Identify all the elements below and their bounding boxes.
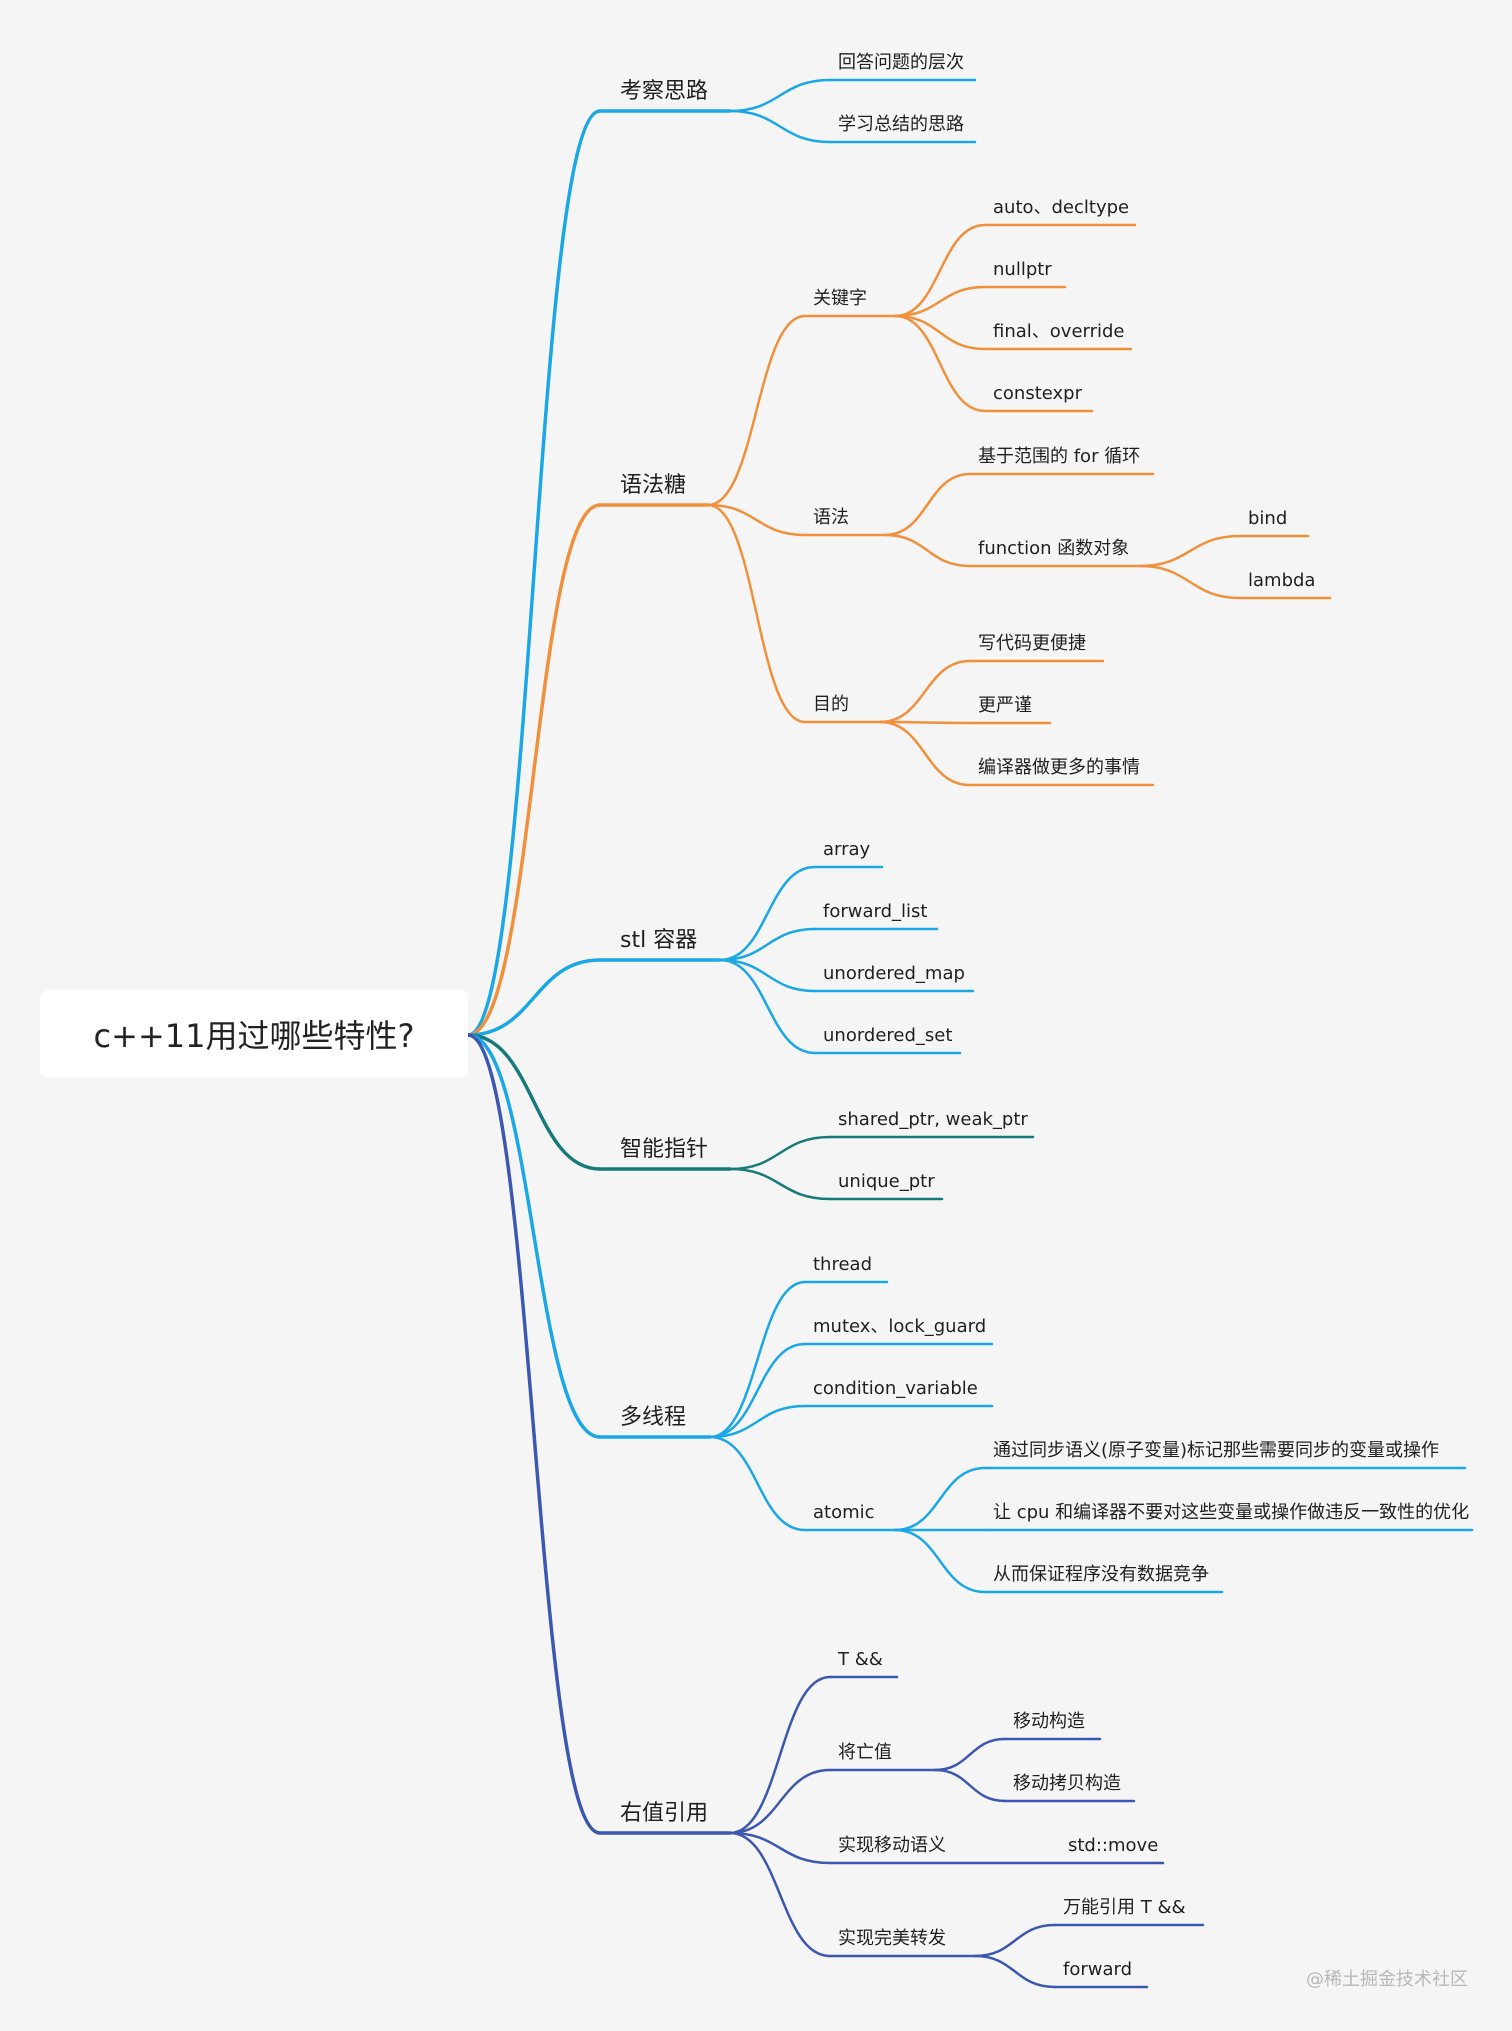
node-kaocha-2[interactable]: 学习总结的思路	[838, 114, 964, 135]
node-unique_ptr[interactable]: unique_ptr	[838, 1171, 935, 1192]
node-shared_ptr[interactable]: shared_ptr, weak_ptr	[838, 1109, 1028, 1130]
kaocha-link	[466, 109, 602, 1037]
perfect-link	[728, 1831, 832, 1958]
rangefor-link	[883, 472, 972, 537]
node-univref[interactable]: 万能引用 T &&	[1063, 1897, 1186, 1918]
node-mutex[interactable]: mutex、lock_guard	[813, 1316, 987, 1337]
node-yufatang[interactable]: 语法糖	[620, 473, 687, 498]
node-thread[interactable]: 多线程	[620, 1405, 687, 1430]
mindmap-root[interactable]: c++11用过哪些特性?	[40, 990, 468, 1078]
mudi-3-link	[878, 720, 972, 787]
node-atomic-2[interactable]: 让 cpu 和编译器不要对这些变量或操作做违反一致性的优化	[993, 1502, 1470, 1523]
unordered_set-link	[718, 958, 817, 1055]
xvalue-link	[728, 1768, 832, 1835]
node-stl[interactable]: stl 容器	[620, 928, 698, 953]
node-nullptr[interactable]: nullptr	[993, 259, 1052, 280]
function-link	[883, 533, 972, 568]
node-mudi-2[interactable]: 更严谨	[978, 695, 1032, 716]
moveassign-link	[933, 1768, 1007, 1803]
mudi-2-link	[878, 720, 972, 725]
node-rvalue[interactable]: 右值引用	[620, 1801, 709, 1826]
node-atomic-3[interactable]: 从而保证程序没有数据竞争	[993, 1564, 1209, 1585]
unique_ptr-link	[728, 1167, 832, 1201]
node-array[interactable]: array	[823, 839, 871, 860]
mutex-link	[708, 1342, 807, 1439]
forward-link	[973, 1954, 1057, 1989]
thread-link	[466, 1033, 602, 1439]
mudi-link	[706, 503, 807, 724]
movector-link	[933, 1737, 1007, 1772]
node-mudi-3[interactable]: 编译器做更多的事情	[978, 757, 1140, 778]
node-guanjianzi[interactable]: 关键字	[813, 288, 867, 309]
stl-link	[466, 958, 602, 1037]
bind-link	[1138, 534, 1242, 568]
node-function[interactable]: function 函数对象	[978, 538, 1130, 559]
lambda-link	[1138, 564, 1242, 600]
node-smartptr[interactable]: 智能指针	[620, 1137, 709, 1162]
atomic-1-link	[893, 1466, 987, 1532]
guanjianzi-link	[706, 314, 807, 507]
watermark: @稀土掘金技术社区	[1306, 1969, 1468, 1990]
node-movesem[interactable]: 实现移动语义	[838, 1835, 946, 1856]
univref-link	[973, 1923, 1057, 1958]
node-lambda[interactable]: lambda	[1248, 570, 1316, 591]
node-xvalue[interactable]: 将亡值	[838, 1742, 892, 1763]
yufatang-link	[466, 503, 602, 1037]
node-unordered_set[interactable]: unordered_set	[823, 1025, 953, 1046]
node-mudi-1[interactable]: 写代码更便捷	[978, 633, 1086, 654]
rvalue-link	[466, 1033, 602, 1835]
node-rangefor[interactable]: 基于范围的 for 循环	[978, 446, 1141, 467]
node-mudi[interactable]: 目的	[813, 694, 849, 715]
unordered_map-link	[718, 958, 817, 993]
kaocha-2-link	[728, 109, 832, 144]
node-kaocha[interactable]: 考察思路	[620, 79, 709, 104]
constexpr-link	[893, 314, 987, 413]
yufa-link	[706, 503, 807, 537]
forward_list-link	[718, 927, 817, 962]
shared_ptr-link	[728, 1135, 832, 1171]
node-condvar[interactable]: condition_variable	[813, 1378, 978, 1399]
node-constexpr[interactable]: constexpr	[993, 383, 1082, 404]
kaocha-1-link	[728, 78, 832, 113]
atomic-link	[708, 1435, 807, 1532]
tref-link	[728, 1675, 832, 1835]
atomic-3-link	[893, 1528, 987, 1594]
node-auto[interactable]: auto、decltype	[993, 197, 1130, 218]
auto-link	[893, 223, 987, 318]
thread-1-link	[708, 1280, 807, 1439]
node-tref[interactable]: T &&	[838, 1649, 883, 1670]
movesem-link	[728, 1831, 832, 1865]
node-final[interactable]: final、override	[993, 321, 1125, 342]
condvar-link	[708, 1404, 807, 1439]
node-perfect[interactable]: 实现完美转发	[838, 1928, 946, 1949]
nullptr-link	[893, 285, 987, 318]
node-movector[interactable]: 移动构造	[1013, 1711, 1085, 1732]
smartptr-link	[466, 1033, 602, 1171]
node-atomic-1[interactable]: 通过同步语义(原子变量)标记那些需要同步的变量或操作	[993, 1440, 1440, 1461]
node-forward[interactable]: forward	[1063, 1959, 1133, 1980]
node-yufa[interactable]: 语法	[813, 507, 849, 528]
mudi-1-link	[878, 659, 972, 724]
array-link	[718, 865, 817, 962]
node-forward_list[interactable]: forward_list	[823, 901, 928, 922]
node-stdmove[interactable]: std::move	[1068, 1835, 1159, 1856]
node-atomic[interactable]: atomic	[813, 1502, 875, 1523]
node-unordered_map[interactable]: unordered_map	[823, 963, 965, 984]
node-kaocha-1[interactable]: 回答问题的层次	[838, 52, 964, 73]
final-link	[893, 314, 987, 351]
node-bind[interactable]: bind	[1248, 508, 1288, 529]
node-thread-1[interactable]: thread	[813, 1254, 873, 1275]
node-moveassign[interactable]: 移动拷贝构造	[1013, 1773, 1121, 1794]
